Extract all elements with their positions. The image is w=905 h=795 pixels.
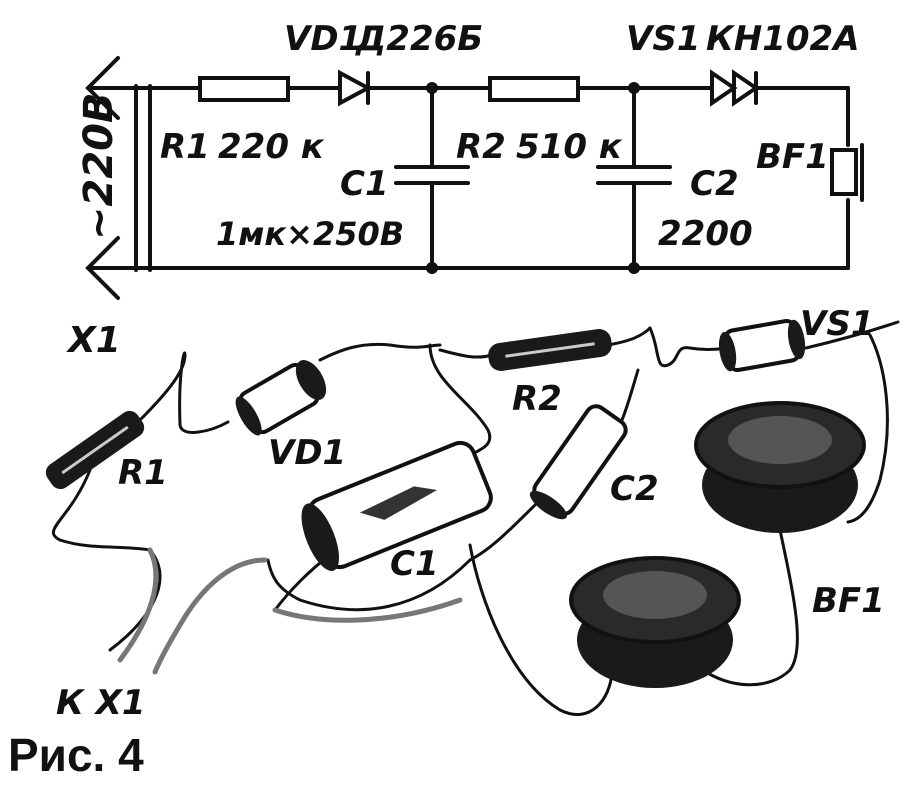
wire: [698, 528, 799, 687]
c1-part: [301, 440, 493, 572]
wire: [804, 320, 900, 350]
wiring-c2-label: C2: [610, 469, 659, 509]
figure-caption: Рис. 4: [8, 729, 144, 781]
junction-dot: [628, 262, 640, 274]
wire: [606, 326, 652, 347]
bf1-lower-grille: [603, 571, 707, 619]
r2-part-stripe: [505, 342, 595, 358]
wiring-r2-label: R2: [512, 379, 562, 419]
vd1-ref-label: VD1: [284, 19, 362, 59]
lead-to-x1: [152, 557, 268, 675]
junction-dot: [628, 82, 640, 94]
c2-part: [529, 404, 628, 520]
r1-part: [45, 410, 145, 490]
r1-part-stripe: [61, 425, 129, 475]
wire: [428, 343, 492, 457]
r2-value-label: 510 к: [516, 127, 623, 167]
earphone-bf1-body: [830, 148, 858, 196]
diode-vd1-symbol: [338, 69, 373, 107]
vs1-part: [718, 319, 806, 373]
c1-ref-label: C1: [340, 164, 389, 204]
vs1-part-cap: [787, 319, 806, 360]
r2-part: [488, 329, 612, 371]
wiring-r1-label: R1: [118, 453, 168, 493]
c2-part-end: [529, 490, 568, 520]
input-arrow-bottom: [85, 236, 152, 300]
bf1-upper-grille: [728, 416, 832, 464]
vd1-part-end: [295, 360, 327, 400]
r1-value-label: 220 к: [218, 127, 325, 167]
voltage-label: ~220В: [76, 93, 122, 241]
c2-value-label: 2200: [658, 214, 753, 254]
resistor-r1-body: [198, 76, 290, 102]
vd1-part-label: Д226Б: [355, 19, 483, 59]
vd1-part: [235, 360, 327, 436]
wiring-vs1-label: VS1: [800, 304, 874, 344]
vs1-part-label: КН102А: [706, 19, 860, 59]
lead-to-x1: [117, 547, 159, 663]
wire: [648, 326, 730, 368]
r1-ref-label: R1: [160, 127, 210, 167]
lead-to-x1: [272, 597, 463, 623]
wire: [138, 351, 230, 434]
wire: [438, 348, 494, 359]
c1-value-label: 1мк×250В: [216, 215, 404, 253]
c2-ref-label: C2: [690, 164, 739, 204]
wiring-to-x1-label: К Х1: [56, 683, 146, 723]
vs1-part-end: [718, 331, 737, 372]
connector-label: X1: [66, 320, 121, 361]
wire: [266, 558, 472, 612]
schematic: [85, 56, 864, 300]
bf1-ref-label: BF1: [756, 137, 829, 177]
input-arrow-top: [85, 56, 152, 120]
vd1-part-cap: [235, 396, 262, 436]
vs1-ref-label: VS1: [626, 19, 700, 59]
wire: [318, 342, 442, 362]
junction-dot: [426, 82, 438, 94]
bf1-part-upper: [694, 401, 866, 533]
wiring-bf1-label: BF1: [812, 581, 885, 621]
bf1-part-lower: [569, 556, 741, 688]
wiring-vd1-label: VD1: [268, 433, 346, 473]
c1-part-marking: [359, 486, 438, 520]
dinistor-vs1-symbol: [710, 69, 760, 107]
wire: [468, 543, 614, 716]
wire: [846, 333, 889, 524]
junction-dot: [426, 262, 438, 274]
junction-dots: [426, 82, 640, 274]
resistor-r2-body: [488, 76, 580, 102]
wire: [468, 498, 542, 562]
wiring-illustration: [52, 320, 900, 716]
c1-part-end: [301, 503, 339, 572]
wire: [620, 368, 640, 422]
wiring-c1-label: C1: [390, 544, 439, 584]
wire: [52, 468, 152, 552]
r2-ref-label: R2: [456, 127, 506, 167]
